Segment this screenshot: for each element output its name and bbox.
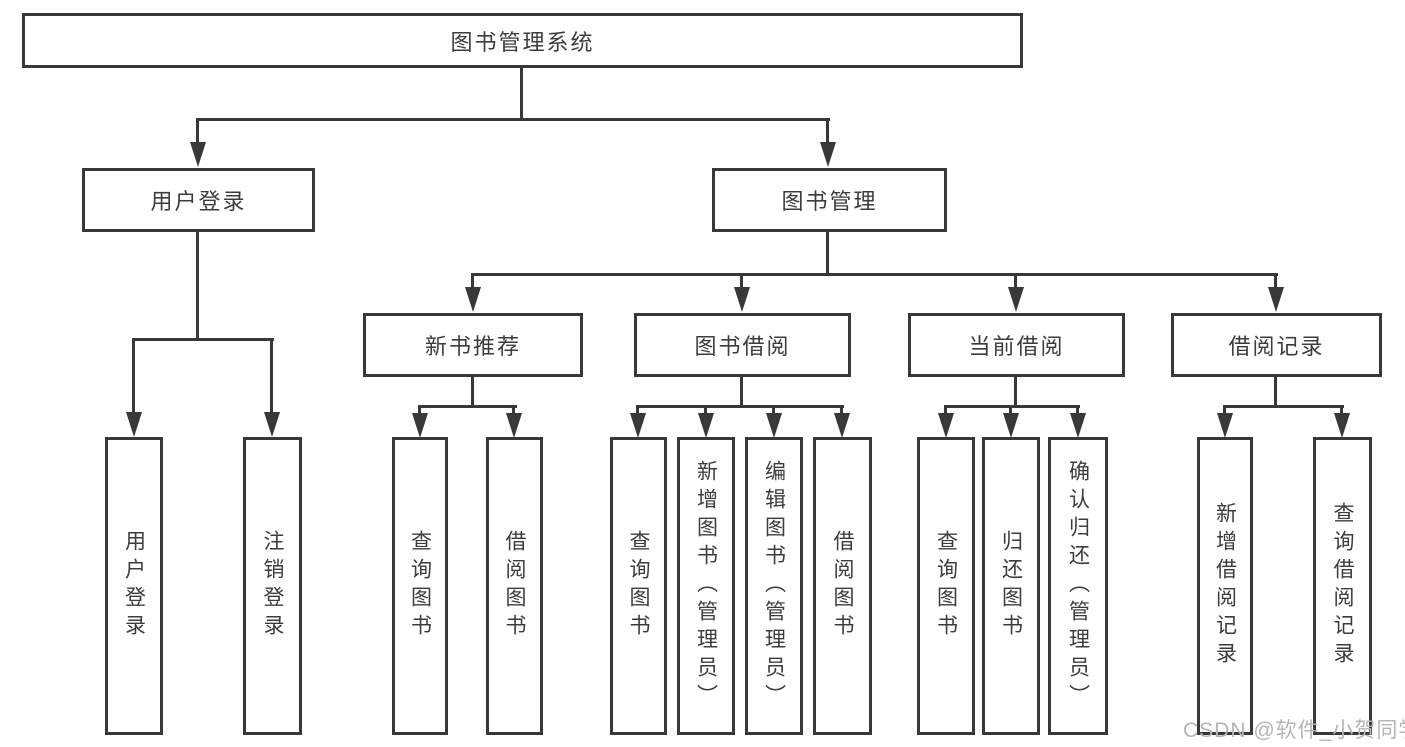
- connector-line: [512, 405, 515, 415]
- connector-line: [418, 405, 517, 408]
- connector-line: [418, 405, 421, 415]
- leaf-logout-label: 注销登录: [261, 530, 284, 642]
- connector-line: [1076, 405, 1079, 415]
- connector-line: [1014, 377, 1017, 408]
- connector-line: [944, 405, 947, 415]
- arrow-down-head: [264, 412, 280, 437]
- leaf-add-borrow-record-label: 新增借阅记录: [1213, 502, 1237, 670]
- connector-line: [196, 118, 830, 121]
- leaf-query-books-recommend-label: 查询图书: [408, 530, 432, 642]
- arrow-down-head: [126, 412, 142, 437]
- node-user-login: 用户登录: [82, 168, 315, 232]
- leaf-query-books-borrowing-label: 查询图书: [627, 530, 650, 642]
- csdn-watermark: CSDN @软件_小贺同学: [1183, 719, 1405, 742]
- leaf-add-books-admin-label: 新增图书（管理员）: [694, 460, 718, 712]
- arrow-down-head: [698, 413, 714, 438]
- connector-line: [636, 405, 639, 415]
- node-book-management: 图书管理: [712, 168, 947, 232]
- leaf-query-books-current-label: 查询图书: [934, 530, 958, 642]
- leaf-return-books-label: 归还图书: [999, 530, 1023, 642]
- arrow-down-head: [938, 413, 954, 438]
- arrow-down-head: [465, 287, 481, 312]
- arrow-down-head: [190, 142, 206, 167]
- leaf-confirm-return-admin: 确认归还（管理员）: [1048, 437, 1108, 735]
- connector-line: [471, 375, 474, 408]
- arrow-down-head: [734, 287, 750, 312]
- arrow-down-head: [1003, 413, 1019, 438]
- connector-line: [826, 232, 829, 276]
- connector-line: [270, 338, 273, 415]
- node-borrowing-records: 借阅记录: [1171, 313, 1382, 377]
- leaf-edit-books-admin-label: 编辑图书（管理员）: [762, 460, 786, 712]
- arrow-down-head: [412, 413, 428, 438]
- connector-line: [520, 68, 523, 121]
- leaf-confirm-return-admin-label: 确认归还（管理员）: [1066, 460, 1090, 712]
- arrow-down-head: [506, 413, 522, 438]
- node-library-management-system: 图书管理系统: [22, 13, 1023, 68]
- connector-line: [132, 338, 274, 341]
- node-new-book-recommendation: 新书推荐: [363, 313, 583, 377]
- node-book-borrowing: 图书借阅: [634, 313, 851, 377]
- connector-line: [1009, 405, 1012, 415]
- leaf-add-borrow-record: 新增借阅记录: [1197, 437, 1253, 735]
- leaf-query-books-recommend: 查询图书: [392, 437, 448, 735]
- arrow-down-head: [834, 413, 850, 438]
- arrow-down-head: [820, 142, 836, 167]
- leaf-borrow-books-borrowing: 借阅图书: [813, 437, 872, 735]
- arrow-down-head: [1268, 287, 1284, 312]
- leaf-logout: 注销登录: [243, 437, 302, 735]
- connector-line: [1014, 273, 1017, 289]
- arrow-down-head: [1334, 413, 1350, 438]
- leaf-query-books-current: 查询图书: [917, 437, 975, 735]
- leaf-edit-books-admin: 编辑图书（管理员）: [745, 437, 803, 735]
- connector-line: [840, 405, 843, 415]
- leaf-user-login-label: 用户登录: [122, 530, 146, 642]
- leaf-return-books: 归还图书: [982, 437, 1040, 735]
- node-current-borrowing: 当前借阅: [908, 313, 1125, 377]
- arrow-down-head: [766, 413, 782, 438]
- connector-line: [740, 273, 743, 289]
- leaf-query-borrow-record: 查询借阅记录: [1313, 437, 1372, 735]
- leaf-query-books-borrowing: 查询图书: [610, 437, 667, 735]
- leaf-borrow-books-recommend-label: 借阅图书: [503, 530, 526, 642]
- connector-line: [1223, 405, 1226, 415]
- connector-line: [826, 118, 829, 145]
- connector-line: [772, 405, 775, 415]
- connector-line: [196, 232, 199, 341]
- connector-line: [196, 118, 199, 145]
- leaf-borrow-books-borrowing-label: 借阅图书: [831, 530, 854, 642]
- connector-line: [1340, 405, 1343, 415]
- connector-line: [740, 377, 743, 408]
- arrow-down-head: [1008, 287, 1024, 312]
- arrow-down-head: [1070, 413, 1086, 438]
- leaf-user-login: 用户登录: [105, 437, 163, 735]
- connector-line: [1223, 405, 1344, 408]
- connector-line: [471, 273, 474, 289]
- leaf-query-borrow-record-label: 查询借阅记录: [1331, 502, 1354, 670]
- connector-line: [132, 338, 135, 415]
- connector-line: [1274, 376, 1277, 408]
- connector-line: [471, 273, 1278, 276]
- arrow-down-head: [1217, 413, 1233, 438]
- connector-line: [704, 405, 707, 415]
- leaf-borrow-books-recommend: 借阅图书: [486, 437, 543, 735]
- connector-line: [944, 405, 1080, 408]
- arrow-down-head: [630, 413, 646, 438]
- leaf-add-books-admin: 新增图书（管理员）: [677, 437, 735, 735]
- connector-line: [636, 405, 844, 408]
- connector-line: [1274, 273, 1277, 289]
